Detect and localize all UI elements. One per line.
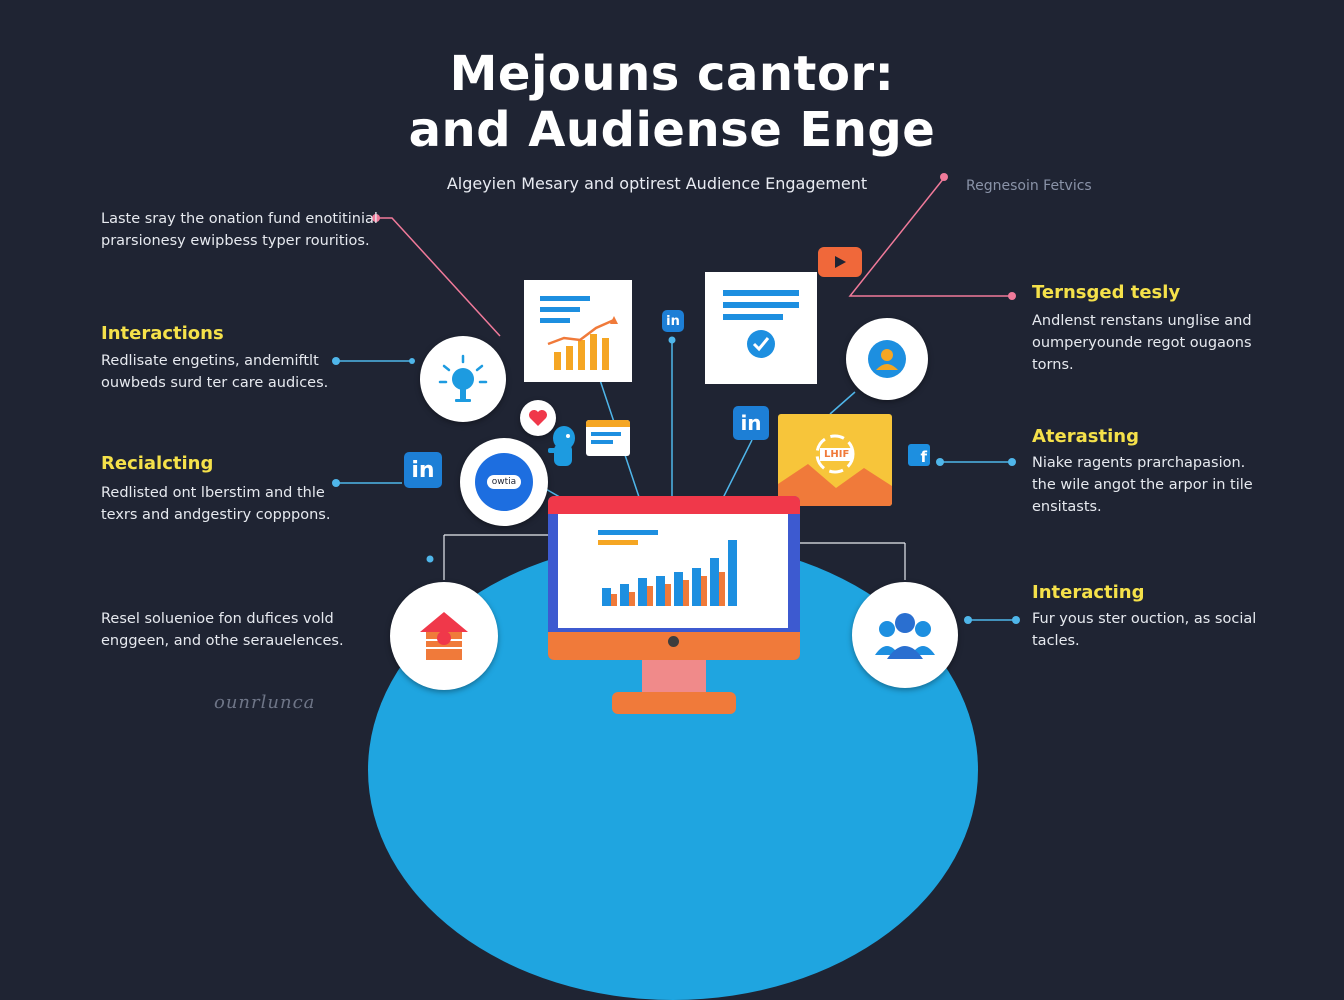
chart-icon [540, 296, 618, 370]
user-icon [868, 340, 906, 378]
team-icon [875, 613, 935, 659]
ternsged-line1: Andlenst renstans unglise and [1032, 313, 1252, 329]
interacting-line1: Fur yous ster ouction, as social [1032, 611, 1257, 627]
monitor-stand [642, 660, 706, 694]
left-intro-line1: Laste sray the onation fund enotitinial [101, 211, 378, 227]
recialcting-text: Redlisted ont lberstim and thle texrs an… [101, 482, 330, 526]
house-icon [420, 612, 468, 660]
monitor-icon [548, 496, 800, 660]
heart-icon [529, 410, 547, 426]
recialcting-line1: Redlisted ont lberstim and thle [101, 485, 325, 501]
lightbulb-icon-circle [420, 336, 506, 422]
interacting-text: Fur yous ster ouction, as social tacles. [1032, 608, 1256, 652]
interactions-text: Redlisate engetins, andemiftlt ouwbeds s… [101, 350, 328, 394]
pill-badge: owtia [475, 453, 533, 511]
aterasting-line2: the wile angot the arpor in tile [1032, 477, 1253, 493]
document-check-icon [723, 290, 799, 358]
aterasting-line1: Niake ragents prarchapasion. [1032, 455, 1246, 471]
page-title-line2: and Audiense Enge [408, 102, 936, 158]
page-title-line1: Mejouns cantor: [449, 46, 895, 102]
left-intro-line2: prarsionesy ewipbess typer rouritios. [101, 233, 370, 249]
yellow-card-label: LHIF [820, 448, 854, 461]
lightbulb-icon [438, 354, 488, 402]
heart-icon-circle [520, 400, 556, 436]
interactions-line2: ouwbeds surd ter care audices. [101, 375, 329, 391]
facebook-icon: f [908, 444, 930, 466]
connector-lines [332, 173, 1020, 624]
interactions-heading: Interactions [101, 323, 224, 344]
interacting-line2: tacles. [1032, 633, 1080, 649]
aterasting-text: Niake ragents prarchapasion. the wile an… [1032, 452, 1253, 518]
signature-watermark: ounrlunca [214, 692, 316, 713]
interactions-line1: Redlisate engetins, andemiftlt [101, 353, 319, 369]
ternsged-heading: Ternsged tesly [1032, 282, 1181, 303]
pill-icon-circle: owtia [460, 438, 548, 526]
team-icon-circle [852, 582, 958, 688]
recialcting-line2: texrs and andgestiry copppons. [101, 507, 331, 523]
browser-window-icon [586, 420, 630, 456]
play-icon [818, 247, 862, 277]
aterasting-line3: ensitasts. [1032, 499, 1102, 515]
yellow-media-card: LHIF [778, 414, 892, 506]
house-icon-circle [390, 582, 498, 690]
linkedin-center-icon: in [733, 406, 769, 440]
top-right-label: Regnesoin Fetvics [966, 178, 1092, 194]
mascot-figure-icon [548, 426, 575, 466]
linkedin-left-icon: in [404, 452, 442, 488]
monitor-base [612, 692, 736, 714]
chart-card [524, 280, 632, 382]
document-card [705, 272, 817, 384]
page-subtitle: Algeyien Mesary and optirest Audience En… [446, 174, 868, 193]
ternsged-line2: oumperyounde regot ougaons [1032, 335, 1252, 351]
resel-line1: Resel soluenioe fon dufices vold [101, 611, 334, 627]
aterasting-heading: Aterasting [1032, 426, 1139, 447]
linkedin-icon: in [662, 310, 684, 332]
ternsged-text: Andlenst renstans unglise and oumperyoun… [1032, 310, 1252, 376]
pill-label: owtia [486, 475, 522, 489]
recialcting-heading: Recialcting [101, 453, 214, 474]
user-icon-circle [846, 318, 928, 400]
interacting-heading: Interacting [1032, 582, 1145, 603]
monitor-screen [558, 514, 788, 628]
resel-text: Resel soluenioe fon dufices vold enggeen… [101, 608, 344, 652]
ternsged-line3: torns. [1032, 357, 1074, 373]
left-intro-text: Laste sray the onation fund enotitinial … [101, 208, 378, 252]
resel-line2: enggeen, and othe serauelences. [101, 633, 344, 649]
